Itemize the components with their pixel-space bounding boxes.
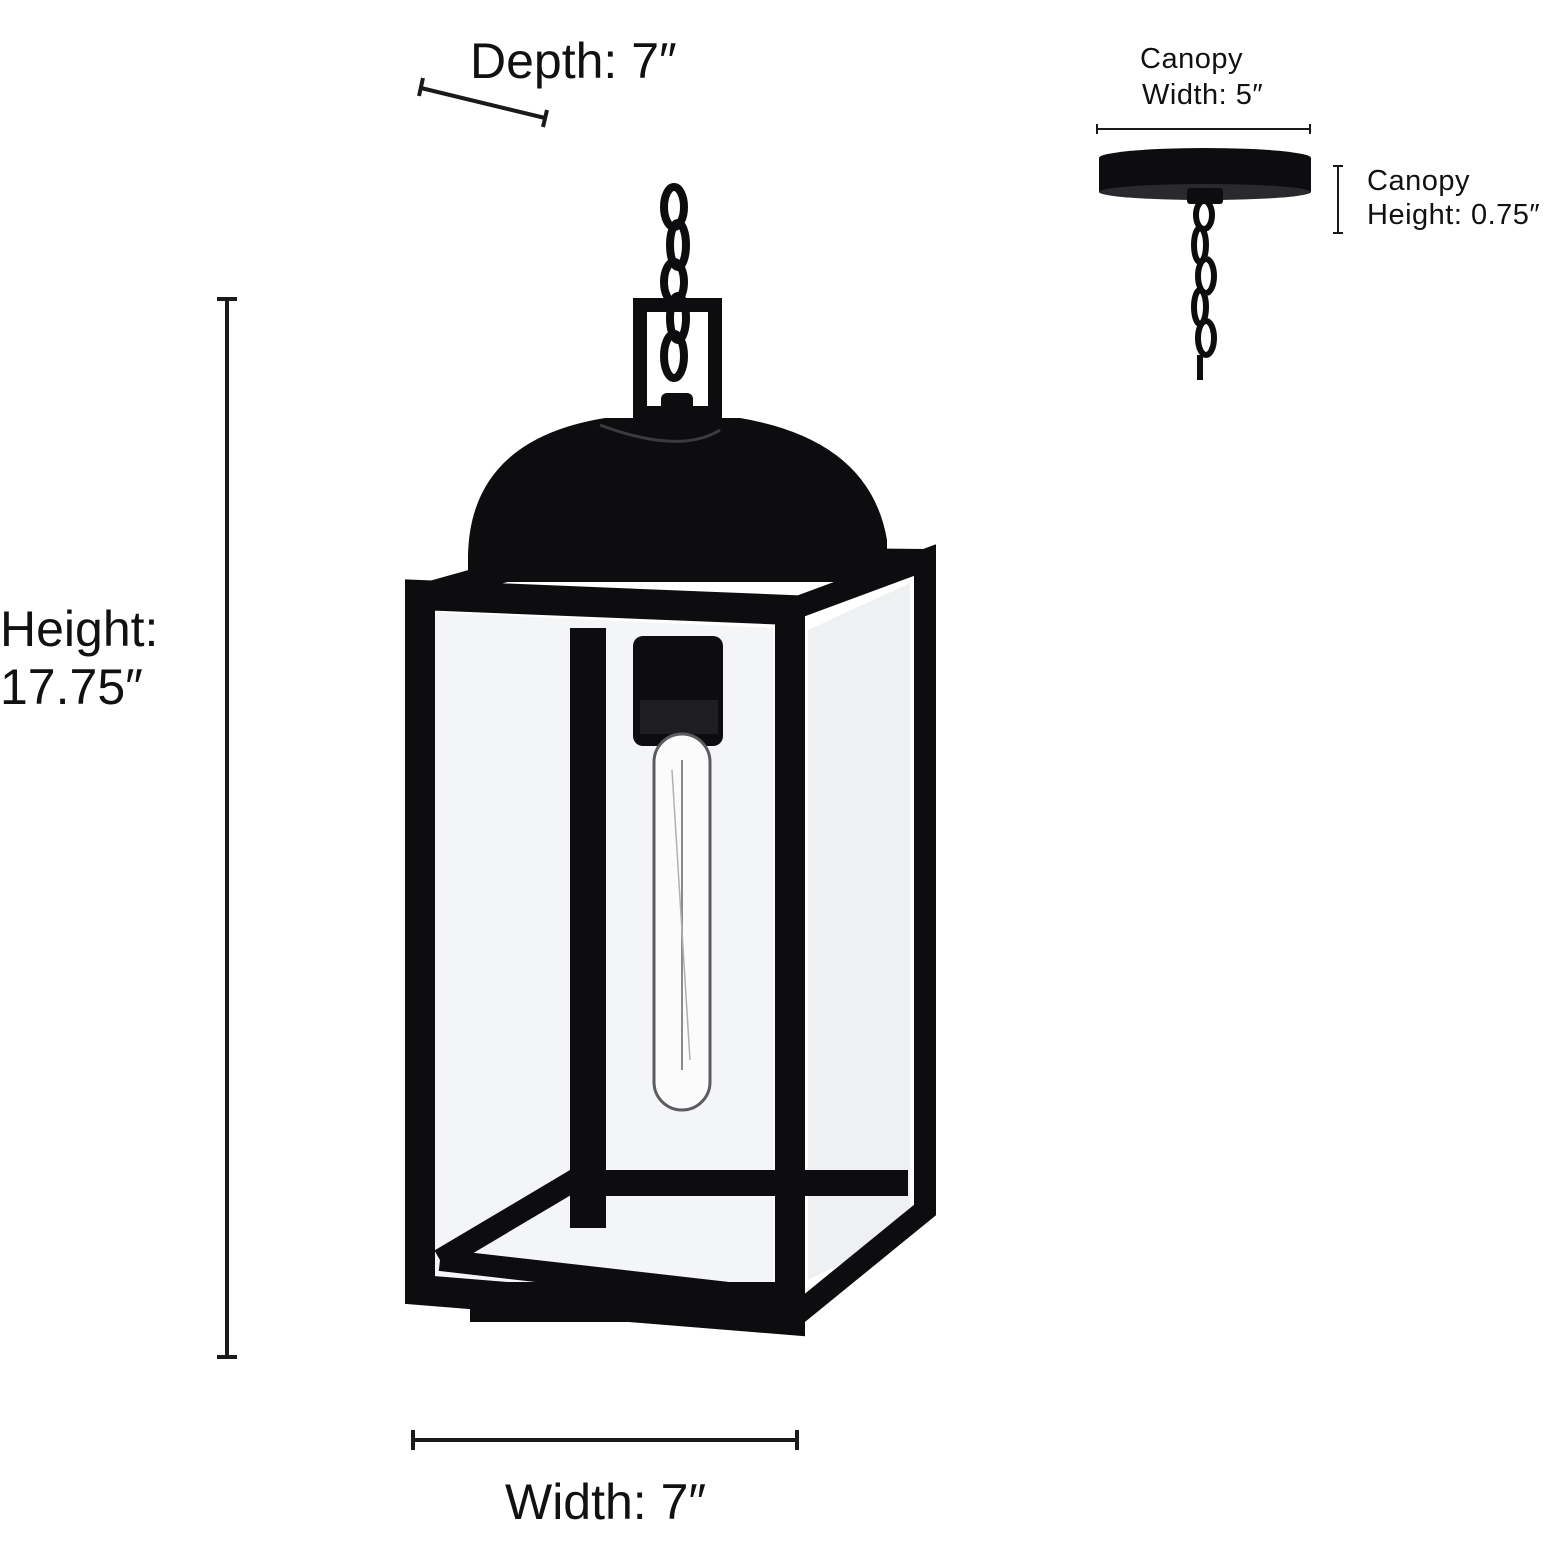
canopy-height-dimension-line (1333, 165, 1343, 234)
width-label: Width: 7″ (505, 1474, 707, 1530)
width-dimension-line (411, 1430, 799, 1450)
height-value: 17.75″ (0, 659, 143, 715)
ceiling-canopy-icon (1099, 148, 1311, 380)
tubular-bulb-icon (652, 732, 712, 1112)
canopy-width-dimension-line (1096, 124, 1311, 134)
canopy-height-value: Height: 0.75″ (1367, 199, 1541, 231)
depth-label: Depth: 7″ (470, 33, 677, 89)
lantern-pendant-icon (405, 183, 936, 1337)
canopy-height-label: Canopy (1367, 165, 1470, 197)
height-label: Height: (0, 601, 159, 657)
canopy-width-value: Width: 5″ (1142, 79, 1264, 111)
canopy-width-label: Canopy (1140, 43, 1243, 75)
depth-dimension-line (417, 77, 549, 128)
height-dimension-line (217, 297, 237, 1359)
